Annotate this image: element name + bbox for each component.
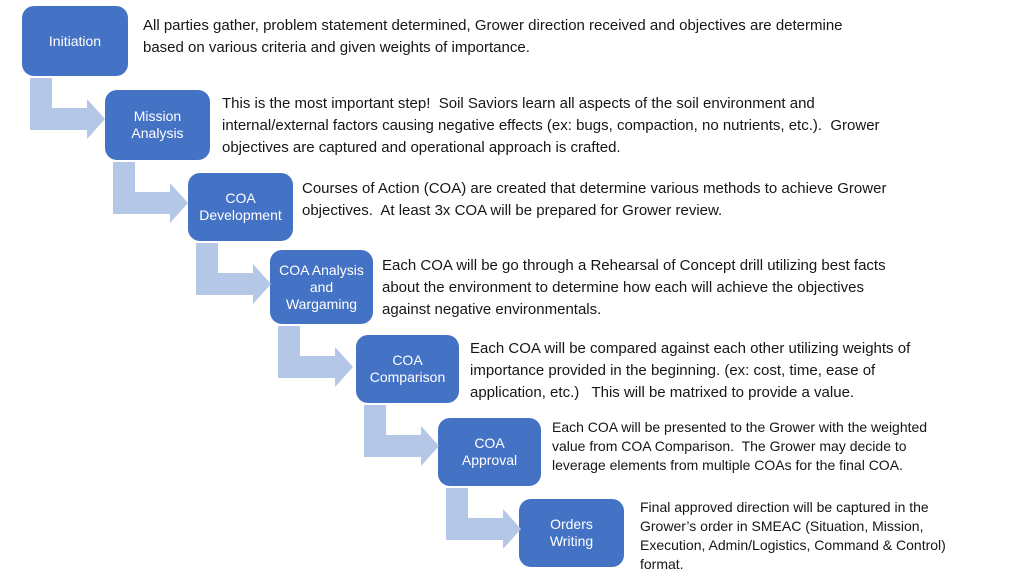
process-box-label: COA Analysis and Wargaming bbox=[279, 261, 364, 312]
arrow-shape bbox=[278, 326, 353, 387]
process-box-initiation: Initiation bbox=[22, 6, 128, 76]
process-box-mission-analysis: Mission Analysis bbox=[105, 90, 210, 160]
step-description-coa-approval: Each COA will be presented to the Grower… bbox=[552, 419, 928, 473]
arrow-shape bbox=[113, 162, 188, 223]
process-box-coa-analysis-wargaming: COA Analysis and Wargaming bbox=[270, 250, 373, 324]
process-box-label: Mission Analysis bbox=[131, 108, 184, 141]
process-box-label: Initiation bbox=[48, 32, 102, 49]
process-box-label: Orders Writing bbox=[549, 516, 594, 549]
step-description-coa-analysis-wargaming: Each COA will be go through a Rehearsal … bbox=[382, 257, 886, 318]
arrow-shape bbox=[30, 78, 105, 139]
process-box-orders-writing: Orders Writing bbox=[519, 499, 624, 567]
step-description-mission-analysis: This is the most important step! Soil Sa… bbox=[222, 95, 880, 156]
process-box-coa-approval: COA Approval bbox=[438, 418, 541, 486]
arrow-shape bbox=[364, 405, 439, 466]
arrow-shape bbox=[196, 243, 271, 304]
process-box-label: COA Approval bbox=[461, 435, 518, 468]
process-box-label: COA Development bbox=[199, 190, 282, 223]
elbow-arrow-icon bbox=[113, 162, 188, 223]
step-description-initiation: All parties gather, problem statement de… bbox=[143, 17, 843, 56]
elbow-arrow-icon bbox=[196, 243, 271, 304]
process-box-coa-comparison: COA Comparison bbox=[356, 335, 459, 403]
step-description-coa-development: Courses of Action (COA) are created that… bbox=[302, 180, 887, 219]
elbow-arrow-icon bbox=[30, 78, 105, 139]
arrow-shape bbox=[446, 488, 521, 549]
process-box-label: COA Comparison bbox=[369, 352, 446, 385]
step-description-coa-comparison: Each COA will be compared against each o… bbox=[470, 340, 911, 401]
step-description-orders-writing: Final approved direction will be capture… bbox=[640, 499, 946, 572]
process-box-coa-development: COA Development bbox=[188, 173, 293, 241]
elbow-arrow-icon bbox=[446, 488, 521, 549]
elbow-arrow-icon bbox=[364, 405, 439, 466]
elbow-arrow-icon bbox=[278, 326, 353, 387]
